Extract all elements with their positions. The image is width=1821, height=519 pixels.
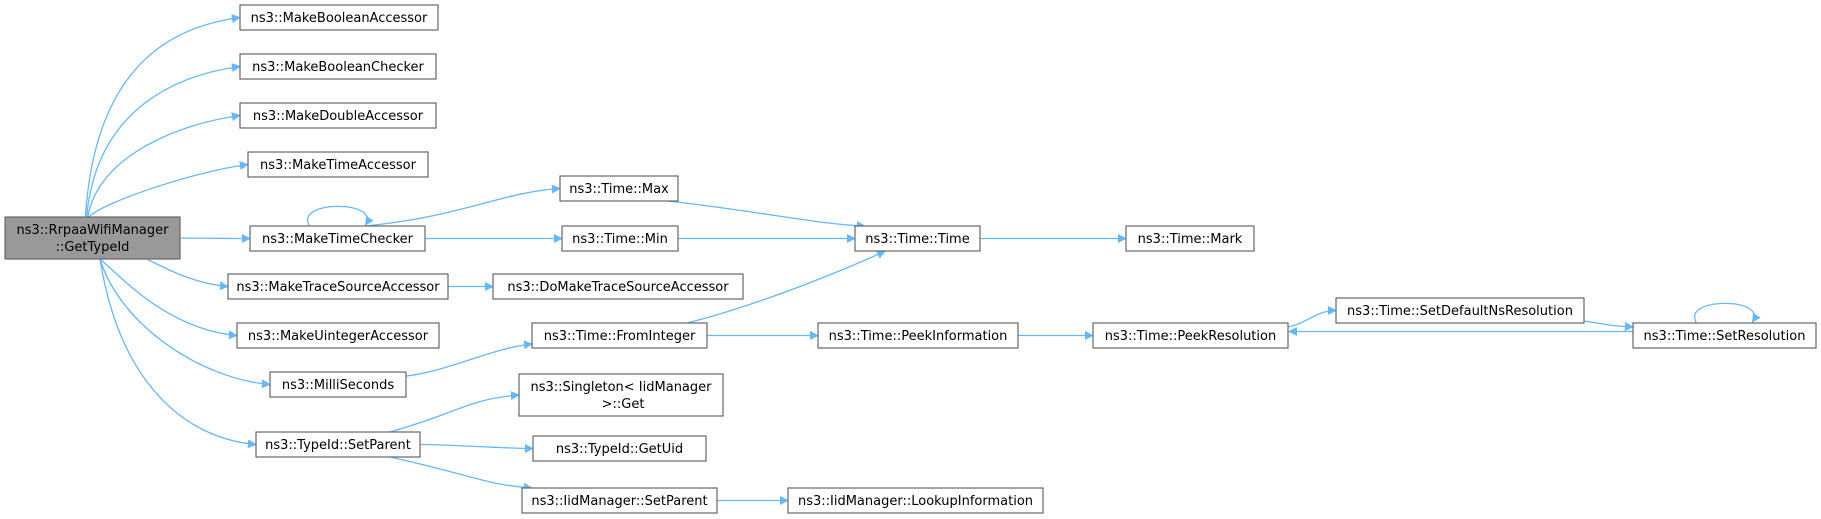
- node-label-time-set-resolution-0: ns3::Time::SetResolution: [1644, 329, 1806, 344]
- node-box-time-max: [559, 175, 679, 202]
- edge-time_max-to-time_time: [667, 200, 866, 231]
- node-label-time-min-0: ns3::Time::Min: [572, 232, 668, 247]
- node-label-root-1: ::GetTypeId: [56, 240, 130, 255]
- node-label-typeid-get-uid-0: ns3::TypeId::GetUid: [556, 442, 683, 457]
- node-time-set-default-ns-resolution[interactable]: ns3::Time::SetDefaultNsResolution: [1335, 297, 1585, 324]
- node-make-time-checker[interactable]: ns3::MakeTimeChecker: [249, 225, 426, 252]
- node-time-peek-information[interactable]: ns3::Time::PeekInformation: [817, 322, 1019, 349]
- edge-time_set_default_ns_resolution-to-time_set_resolution: [1583, 320, 1634, 331]
- node-label-time-peek-information-0: ns3::Time::PeekInformation: [829, 329, 1008, 344]
- node-time-set-resolution[interactable]: ns3::Time::SetResolution: [1632, 322, 1817, 349]
- node-time-from-integer[interactable]: ns3::Time::FromInteger: [531, 322, 708, 349]
- node-label-make-trace-source-accessor-0: ns3::MakeTraceSourceAccessor: [236, 280, 440, 295]
- node-box-milli-seconds: [269, 371, 407, 398]
- node-make-time-accessor[interactable]: ns3::MakeTimeAccessor: [247, 151, 429, 178]
- edges-layer: [84, 14, 1761, 505]
- node-make-double-accessor[interactable]: ns3::MakeDoubleAccessor: [239, 102, 437, 129]
- node-box-make-boolean-checker: [239, 53, 437, 80]
- edge-root-to-milli_seconds: [99, 258, 271, 389]
- node-label-make-time-accessor-0: ns3::MakeTimeAccessor: [260, 158, 417, 173]
- node-label-make-double-accessor-0: ns3::MakeDoubleAccessor: [253, 109, 424, 124]
- edge-time_peek_resolution-to-time_set_default_ns_resolution: [1287, 306, 1337, 328]
- node-box-time-time: [854, 225, 981, 252]
- node-box-make-time-accessor: [247, 151, 429, 178]
- node-time-mark[interactable]: ns3::Time::Mark: [1125, 225, 1255, 252]
- node-label-time-peek-resolution-0: ns3::Time::PeekResolution: [1105, 329, 1276, 344]
- node-box-singleton-get: [518, 373, 724, 417]
- node-box-iid-set-parent: [521, 487, 718, 514]
- node-label-make-time-checker-0: ns3::MakeTimeChecker: [262, 232, 414, 247]
- node-box-typeid-set-parent: [255, 431, 421, 458]
- node-box-time-set-resolution: [1632, 322, 1817, 349]
- node-label-iid-set-parent-0: ns3::IidManager::SetParent: [531, 494, 707, 509]
- edge-make_time_checker-to-time_max: [364, 184, 561, 227]
- node-label-root-0: ns3::RrpaaWifiManager: [17, 223, 170, 238]
- node-milli-seconds[interactable]: ns3::MilliSeconds: [269, 371, 407, 398]
- node-typeid-get-uid[interactable]: ns3::TypeId::GetUid: [532, 435, 707, 462]
- edge-make_time_checker-to-make_time_checker: [306, 205, 374, 227]
- node-box-typeid-get-uid: [532, 435, 707, 462]
- node-box-time-mark: [1125, 225, 1255, 252]
- node-box-time-from-integer: [531, 322, 708, 349]
- node-label-time-time-0: ns3::Time::Time: [865, 232, 969, 247]
- node-box-time-min: [561, 225, 679, 252]
- node-iid-lookup-information[interactable]: ns3::IidManager::LookupInformation: [787, 487, 1044, 514]
- node-time-min[interactable]: ns3::Time::Min: [561, 225, 679, 252]
- edge-root-to-make_double_accessor: [87, 112, 241, 218]
- node-time-peek-resolution[interactable]: ns3::Time::PeekResolution: [1092, 322, 1289, 349]
- node-box-time-set-default-ns-resolution: [1335, 297, 1585, 324]
- edge-root-to-make_uinteger_accessor: [99, 258, 238, 340]
- edge-typeid_set_parent-to-iid_set_parent: [389, 456, 533, 492]
- node-label-make-boolean-accessor-0: ns3::MakeBooleanAccessor: [251, 11, 428, 26]
- node-singleton-get[interactable]: ns3::Singleton< IidManager >::Get: [518, 373, 724, 417]
- node-iid-set-parent[interactable]: ns3::IidManager::SetParent: [521, 487, 718, 514]
- edge-typeid_set_parent-to-typeid_get_uid: [419, 443, 534, 453]
- edge-root-to-make_time_accessor: [88, 161, 249, 218]
- node-label-make-boolean-checker-0: ns3::MakeBooleanChecker: [252, 60, 424, 75]
- node-box-root: [4, 216, 181, 260]
- node-do-make-trace-source-accessor[interactable]: ns3::DoMakeTraceSourceAccessor: [492, 273, 744, 300]
- node-box-make-trace-source-accessor: [227, 273, 449, 300]
- edge-milli_seconds-to-time_from_integer: [405, 340, 533, 377]
- node-make-uinteger-accessor[interactable]: ns3::MakeUintegerAccessor: [236, 322, 440, 349]
- edge-time_set_resolution-to-time_set_resolution: [1693, 302, 1761, 324]
- node-time-max[interactable]: ns3::Time::Max: [559, 175, 679, 202]
- edge-root-to-make_boolean_checker: [86, 63, 241, 218]
- node-box-time-peek-resolution: [1092, 322, 1289, 349]
- node-box-make-boolean-accessor: [239, 4, 439, 31]
- node-box-iid-lookup-information: [787, 487, 1044, 514]
- node-root[interactable]: ns3::RrpaaWifiManager::GetTypeId: [4, 216, 181, 260]
- node-time-time[interactable]: ns3::Time::Time: [854, 225, 981, 252]
- node-typeid-set-parent[interactable]: ns3::TypeId::SetParent: [255, 431, 421, 458]
- node-label-make-uinteger-accessor-0: ns3::MakeUintegerAccessor: [248, 329, 429, 344]
- edge-typeid_set_parent-to-singleton_get: [389, 391, 520, 433]
- node-make-boolean-accessor[interactable]: ns3::MakeBooleanAccessor: [239, 4, 439, 31]
- node-label-singleton-get-1: >::Get: [598, 397, 645, 412]
- nodes-layer: ns3::RrpaaWifiManager::GetTypeIdns3::Mak…: [4, 4, 1817, 514]
- node-label-milli-seconds-0: ns3::MilliSeconds: [282, 378, 395, 393]
- edge-root-to-typeid_set_parent: [99, 258, 257, 449]
- node-label-time-from-integer-0: ns3::Time::FromInteger: [544, 329, 696, 344]
- node-label-do-make-trace-source-accessor-0: ns3::DoMakeTraceSourceAccessor: [507, 280, 729, 295]
- node-label-time-mark-0: ns3::Time::Mark: [1138, 232, 1243, 247]
- node-label-typeid-set-parent-0: ns3::TypeId::SetParent: [265, 438, 411, 453]
- node-box-make-double-accessor: [239, 102, 437, 129]
- node-box-make-uinteger-accessor: [236, 322, 440, 349]
- node-box-make-time-checker: [249, 225, 426, 252]
- edge-time_from_integer-to-time_time: [686, 250, 886, 324]
- node-box-do-make-trace-source-accessor: [492, 273, 744, 300]
- node-label-time-max-0: ns3::Time::Max: [569, 182, 669, 197]
- node-make-boolean-checker[interactable]: ns3::MakeBooleanChecker: [239, 53, 437, 80]
- node-label-time-set-default-ns-resolution-0: ns3::Time::SetDefaultNsResolution: [1347, 304, 1573, 319]
- node-label-iid-lookup-information-0: ns3::IidManager::LookupInformation: [798, 494, 1033, 509]
- edge-root-to-make_boolean_accessor: [84, 14, 241, 218]
- node-label-singleton-get-0: ns3::Singleton< IidManager: [530, 380, 712, 395]
- node-make-trace-source-accessor[interactable]: ns3::MakeTraceSourceAccessor: [227, 273, 449, 300]
- node-box-time-peek-information: [817, 322, 1019, 349]
